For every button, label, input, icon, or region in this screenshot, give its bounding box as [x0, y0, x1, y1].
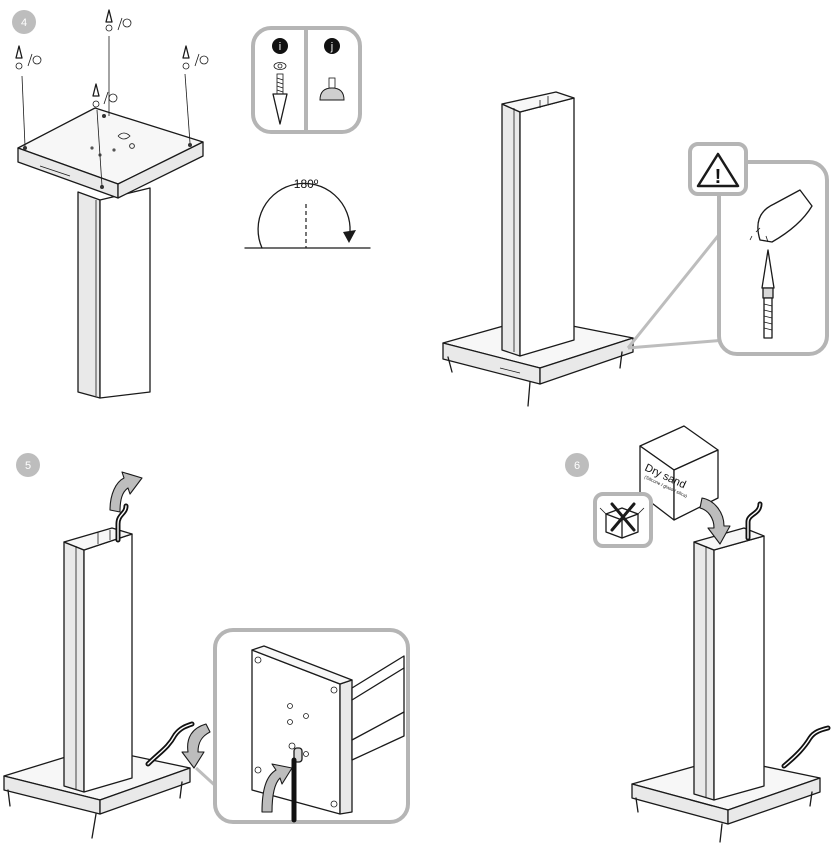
warning-symbol: ! [715, 166, 722, 188]
warning-panel: ! [688, 142, 748, 196]
step-4-panel: 4 [12, 9, 371, 399]
part-i: i [272, 38, 288, 125]
step-6-number: 6 [574, 460, 580, 472]
rotation-arrowhead-icon [343, 230, 356, 243]
warning-triangle-icon: ! [696, 152, 740, 188]
spike-leader-lines [21, 36, 191, 187]
step-4-badge: 4 [12, 10, 36, 34]
cable-up-arrow-icon [109, 471, 143, 513]
part-j: j [319, 38, 345, 101]
box-crossed-out-icon [599, 502, 645, 539]
rubber-foot-icon [319, 77, 345, 101]
pour-sand-arrow-icon [699, 497, 731, 545]
parts-callout: i j [251, 26, 362, 134]
part-j-letter: j [330, 41, 333, 53]
step-5-number: 5 [25, 460, 31, 472]
step-5-badge: 5 [16, 453, 40, 477]
base-plate-detail [251, 645, 405, 823]
dry-sand-box: Dry sand (Silicone / glass / silica) [639, 425, 719, 521]
step-6-panel: 6 Dry sand (Silicone / glass / silica) [565, 425, 831, 843]
cable-in-arrow-icon [181, 723, 211, 769]
spike-icon [182, 45, 209, 70]
cable-feed-arrow-icon [261, 763, 293, 813]
step-4-number: 4 [21, 17, 27, 29]
spike-icon [92, 83, 118, 108]
part-i-letter: i [279, 41, 281, 53]
step-6-badge: 6 [565, 453, 589, 477]
spike-with-nut-icon [272, 62, 288, 125]
step-5-panel: 5 [3, 453, 410, 839]
upright-stand-with-warning: ! [442, 91, 829, 407]
finger-touching-spike [749, 189, 813, 339]
no-box-panel [593, 492, 653, 548]
spike-icon [15, 45, 42, 70]
rotate-180-diagram: 180º [244, 177, 371, 249]
upturned-stand-drawing [17, 107, 204, 399]
spike-icon [105, 9, 132, 32]
